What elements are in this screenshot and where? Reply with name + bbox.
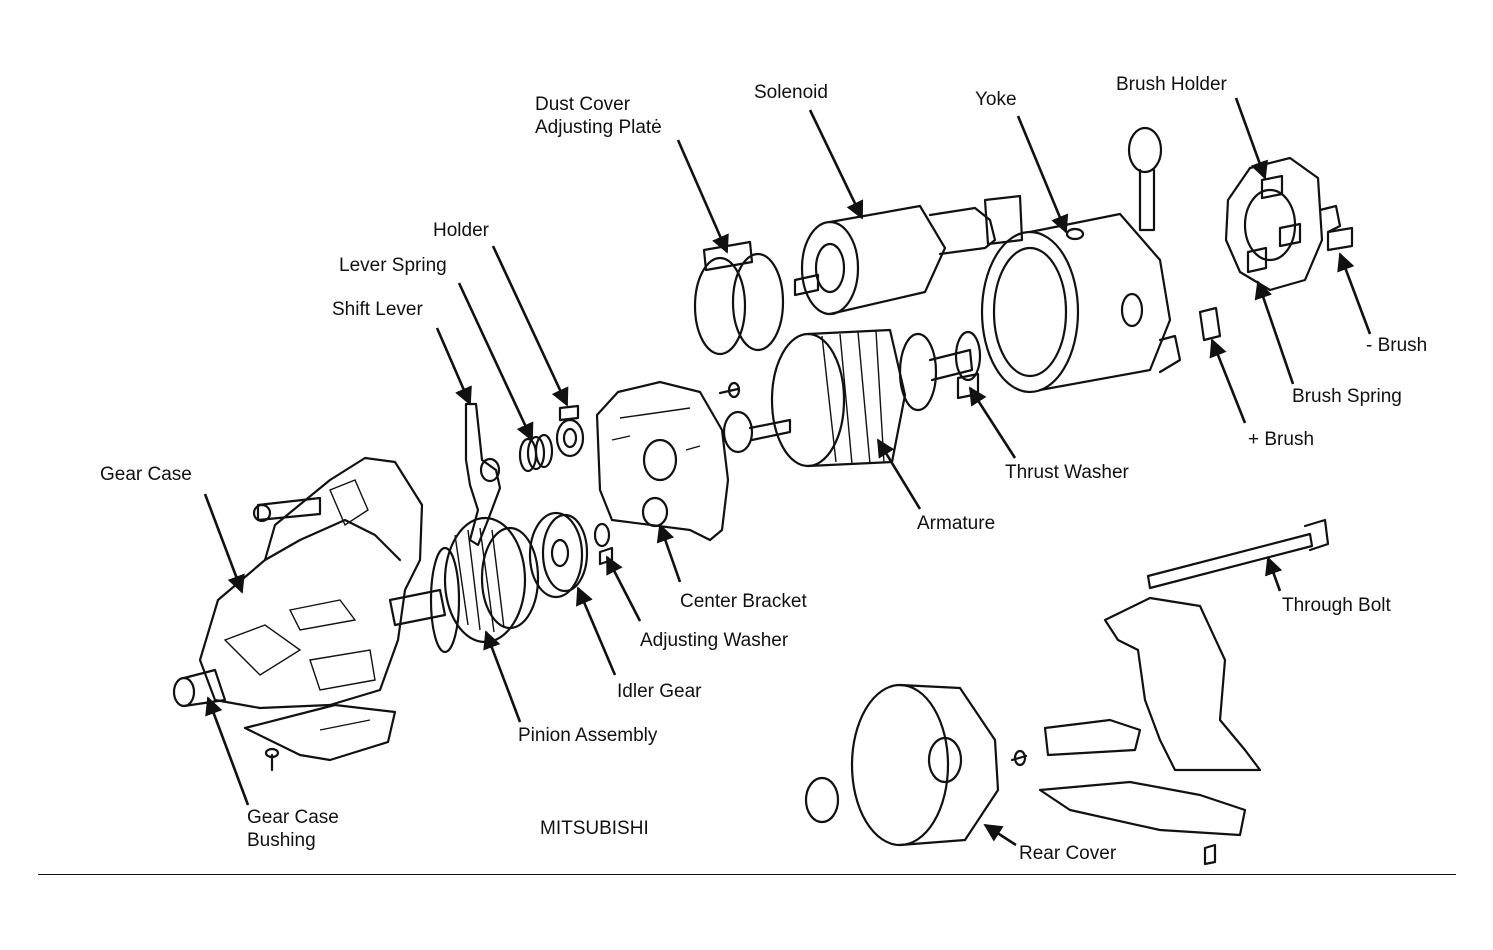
label-lever-spring: Lever Spring (339, 255, 447, 276)
mounting-bracket-drawing (1038, 596, 1262, 866)
pinion-assembly-drawing (388, 516, 540, 654)
gear-case-drawing (172, 456, 424, 772)
dust-cover-drawing (693, 240, 785, 356)
label-idler-gear: Idler Gear (617, 681, 702, 702)
holder-drawing (555, 404, 585, 458)
solenoid-drawing (793, 194, 1024, 316)
label-shift-lever: Shift Lever (332, 299, 423, 320)
center-bracket-drawing (595, 380, 741, 542)
label-rear-cover: Rear Cover (1019, 843, 1117, 864)
label-gear-case-bushing-line1: Gear Case (247, 807, 339, 828)
bottom-divider (38, 874, 1456, 875)
brush-holder-drawing (1198, 156, 1354, 342)
label-thrust-washer: Thrust Washer (1005, 462, 1129, 483)
label-adjusting-plate: Adjusting Platė (535, 117, 662, 138)
label-brush-spring: Brush Spring (1292, 386, 1402, 407)
label-solenoid: Solenoid (754, 82, 828, 103)
label-through-bolt: Through Bolt (1282, 595, 1391, 616)
label-holder: Holder (433, 220, 489, 241)
label-gear-case-bushing-line2: Bushing (247, 830, 316, 851)
label-gear-case: Gear Case (100, 464, 192, 485)
yoke-drawing (980, 126, 1182, 394)
label-dust-cover: Dust Cover (535, 94, 631, 115)
label-plus-brush: + Brush (1248, 429, 1315, 450)
rear-cover-drawing (804, 683, 1028, 847)
maker-label: MITSUBISHI (540, 818, 649, 839)
shift-lever-drawing (464, 402, 502, 547)
through-bolt-drawing (1146, 518, 1330, 590)
adjusting-washer-drawing (593, 522, 614, 566)
label-center-bracket: Center Bracket (680, 591, 807, 612)
label-brush-holder: Brush Holder (1116, 74, 1227, 95)
idler-gear-drawing (528, 511, 589, 599)
label-armature: Armature (917, 513, 996, 534)
label-pinion-assembly: Pinion Assembly (518, 725, 658, 746)
leader-lines (203, 97, 1372, 847)
label-adjusting-washer: Adjusting Washer (640, 630, 789, 651)
label-minus-brush: - Brush (1366, 335, 1428, 356)
lever-spring-drawing (518, 433, 554, 473)
armature-drawing (722, 328, 982, 468)
label-yoke: Yoke (975, 89, 1017, 110)
